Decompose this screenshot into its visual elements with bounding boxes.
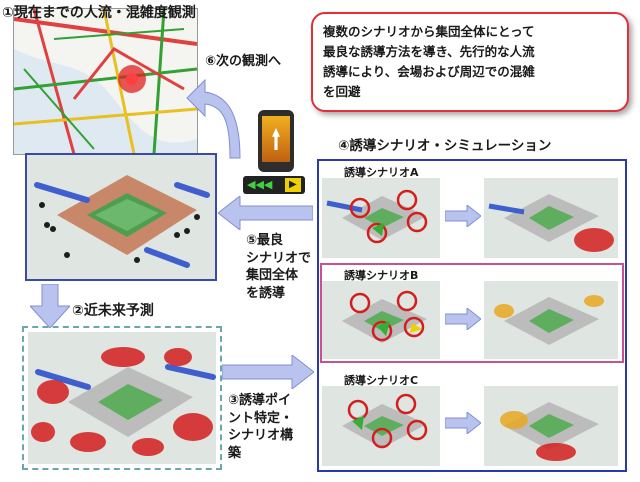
step2-label: ②近未来予測 <box>72 303 154 319</box>
crowd-density-map <box>13 8 198 155</box>
scenario-a-label: 誘導シナリオA <box>344 166 419 179</box>
step3-label: ③誘導ポイ ント特定・ シナリオ構 築 <box>228 392 293 462</box>
step3-line-1: ③誘導ポイ <box>228 393 292 408</box>
guide-arrow-left <box>218 196 313 230</box>
callout-line-4: を回避 <box>323 84 361 99</box>
scenario-b-after <box>484 281 618 359</box>
scenario-a-before <box>322 178 440 258</box>
step1-label: ①現在までの人流・混雑度観測 <box>2 5 196 21</box>
scenario-a-after <box>484 178 618 258</box>
scenario-b-label: 誘導シナリオB <box>344 269 419 282</box>
venue-scene-current <box>25 153 217 281</box>
callout-line-2: 最良な誘導方法を導き、先行的な人流 <box>323 44 535 59</box>
step3-line-3: シナリオ構 <box>228 428 294 444</box>
step5-line-2: シナリオで <box>246 250 312 266</box>
step5-line-1: ⑤最良 <box>246 233 284 248</box>
scenario-b-arrow <box>445 308 481 330</box>
smartphone-icon <box>258 110 294 172</box>
predict-arrow-down <box>30 284 70 328</box>
scenario-c-label: 誘導シナリオC <box>344 374 419 387</box>
callout-line-1: 複数のシナリオから集団全体にとって <box>323 24 535 39</box>
scenario-c-arrow <box>445 412 481 434</box>
scenario-c-before <box>322 386 440 466</box>
step6-label: ⑥次の観測へ <box>205 54 282 69</box>
prediction-box <box>22 326 222 470</box>
step5-line-4: を誘導 <box>246 285 286 301</box>
venue-scene-prediction <box>28 332 216 464</box>
callout-line-3: 誘導により、会場および周辺での混雑 <box>323 64 535 79</box>
guidance-sign-icon: ◀◀◀ ▶ <box>243 176 305 194</box>
step3-line-2: ント特定・ <box>228 410 294 426</box>
scenario-a-arrow <box>445 205 481 227</box>
step4-label: ④誘導シナリオ・シミュレーション <box>338 138 552 154</box>
next-observation-arrow <box>186 78 241 159</box>
scenario-c-after <box>484 386 618 466</box>
scenario-b-before <box>322 281 440 359</box>
summary-callout: 複数のシナリオから集団全体にとって 最良な誘導方法を導き、先行的な人流 誘導によ… <box>311 12 629 112</box>
construct-arrow-right <box>222 355 314 389</box>
map-roads-svg <box>14 9 197 154</box>
best-scenario-highlight <box>320 263 624 363</box>
step3-line-4: 築 <box>228 445 242 461</box>
step5-line-3: 集団全体 <box>246 268 299 284</box>
step5-label: ⑤最良 シナリオで 集団全体 を誘導 <box>246 232 311 302</box>
